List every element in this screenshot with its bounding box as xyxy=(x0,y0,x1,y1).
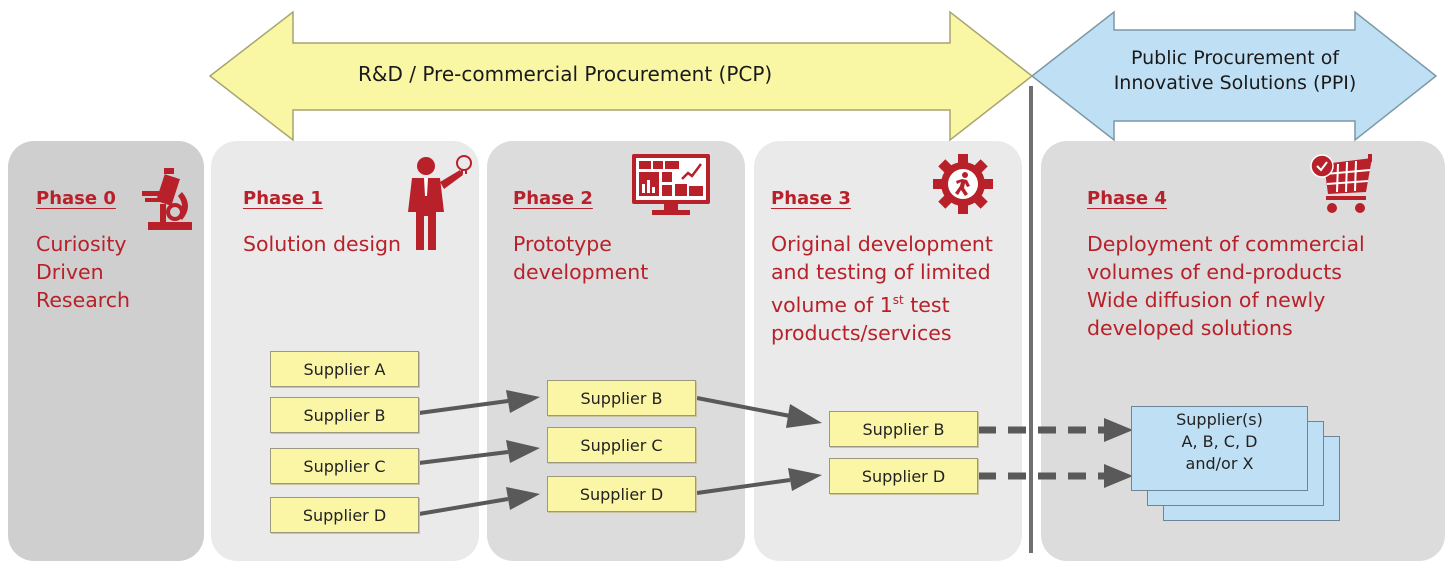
phase-2-line: development xyxy=(513,260,649,284)
phase-3-description: Original development and testing of limi… xyxy=(771,230,993,347)
phase-3-line: products/services xyxy=(771,320,952,345)
phase-3-line-suffix: test xyxy=(903,292,950,317)
supplier-stack-label: Supplier(s) A, B, C, D and/or X xyxy=(1131,409,1308,475)
phase-3-title: Phase 3 xyxy=(771,188,851,209)
person-idea-icon xyxy=(408,155,472,250)
phase-0-description: Curiosity Driven Research xyxy=(36,230,130,314)
gear-runner-icon xyxy=(933,154,993,214)
phase-2-line: Prototype xyxy=(513,232,612,256)
phase-1-line: Solution design xyxy=(243,232,402,256)
monitor-dashboard-icon xyxy=(632,154,710,215)
phase-0-line: Curiosity xyxy=(36,232,127,256)
phase-0-line: Research xyxy=(36,288,131,312)
phase-3-line: volume of 1st test xyxy=(771,286,993,319)
phase-3-line: and testing of limited xyxy=(771,260,991,284)
dashed-arrow-p3d-to-p4 xyxy=(978,464,1133,488)
superscript-st: st xyxy=(892,293,904,307)
phase-4-line: Deployment of commercial xyxy=(1087,232,1365,256)
supplier-a-phase-1: Supplier A xyxy=(270,351,419,387)
phase-1-title: Phase 1 xyxy=(243,188,323,209)
supplier-d-phase-1: Supplier D xyxy=(270,497,419,533)
phase-2-description: Prototype development xyxy=(513,230,648,286)
flow-arrows xyxy=(418,390,1133,516)
ppi-arrow xyxy=(1030,10,1438,142)
supplier-stack-line: and/or X xyxy=(1185,454,1254,473)
phase-0-title: Phase 0 xyxy=(36,188,116,209)
arrow-p2b-to-p3b xyxy=(696,396,822,428)
arrow-p1c-to-p2c xyxy=(418,440,540,465)
supplier-c-phase-1: Supplier C xyxy=(270,448,419,484)
supplier-b-phase-3: Supplier B xyxy=(829,411,978,447)
supplier-stack-line: Supplier(s) xyxy=(1176,410,1263,429)
microscope-icon xyxy=(142,168,192,230)
shopping-cart-icon xyxy=(1310,154,1372,213)
phase-4-description: Deployment of commercial volumes of end-… xyxy=(1087,230,1365,342)
phase-1-description: Solution design xyxy=(243,230,401,258)
supplier-stack-line: A, B, C, D xyxy=(1181,432,1258,451)
phase-0-panel xyxy=(8,141,204,561)
phase-2-title: Phase 2 xyxy=(513,188,593,209)
phase-4-line: volumes of end-products xyxy=(1087,260,1342,284)
phase-4-line: developed solutions xyxy=(1087,316,1293,340)
pcp-label: R&D / Pre-commercial Procurement (PCP) xyxy=(358,62,773,86)
supplier-d-phase-2: Supplier D xyxy=(547,476,696,512)
ppi-label-line2: Innovative Solutions (PPI) xyxy=(1113,72,1357,94)
phase-0-line: Driven xyxy=(36,260,104,284)
arrow-p1b-to-p2b xyxy=(418,390,540,415)
supplier-stack-front xyxy=(1131,406,1308,491)
ppi-label: Public Procurement of Innovative Solutio… xyxy=(1060,46,1410,96)
phase-3-line: Original development xyxy=(771,232,993,256)
ppi-label-line1: Public Procurement of xyxy=(1130,47,1340,69)
phase-4-title: Phase 4 xyxy=(1087,188,1167,209)
supplier-d-phase-3: Supplier D xyxy=(829,458,978,494)
arrow-p1d-to-p2d xyxy=(418,487,540,516)
phase-3-line-text: volume of 1 xyxy=(771,292,893,317)
supplier-b-phase-2: Supplier B xyxy=(547,380,696,416)
supplier-c-phase-2: Supplier C xyxy=(547,427,696,463)
phase-4-line: Wide diffusion of newly xyxy=(1087,288,1326,312)
supplier-b-phase-1: Supplier B xyxy=(270,397,419,433)
arrow-p2d-to-p3d xyxy=(696,468,822,495)
dashed-arrow-p3b-to-p4 xyxy=(978,418,1133,442)
